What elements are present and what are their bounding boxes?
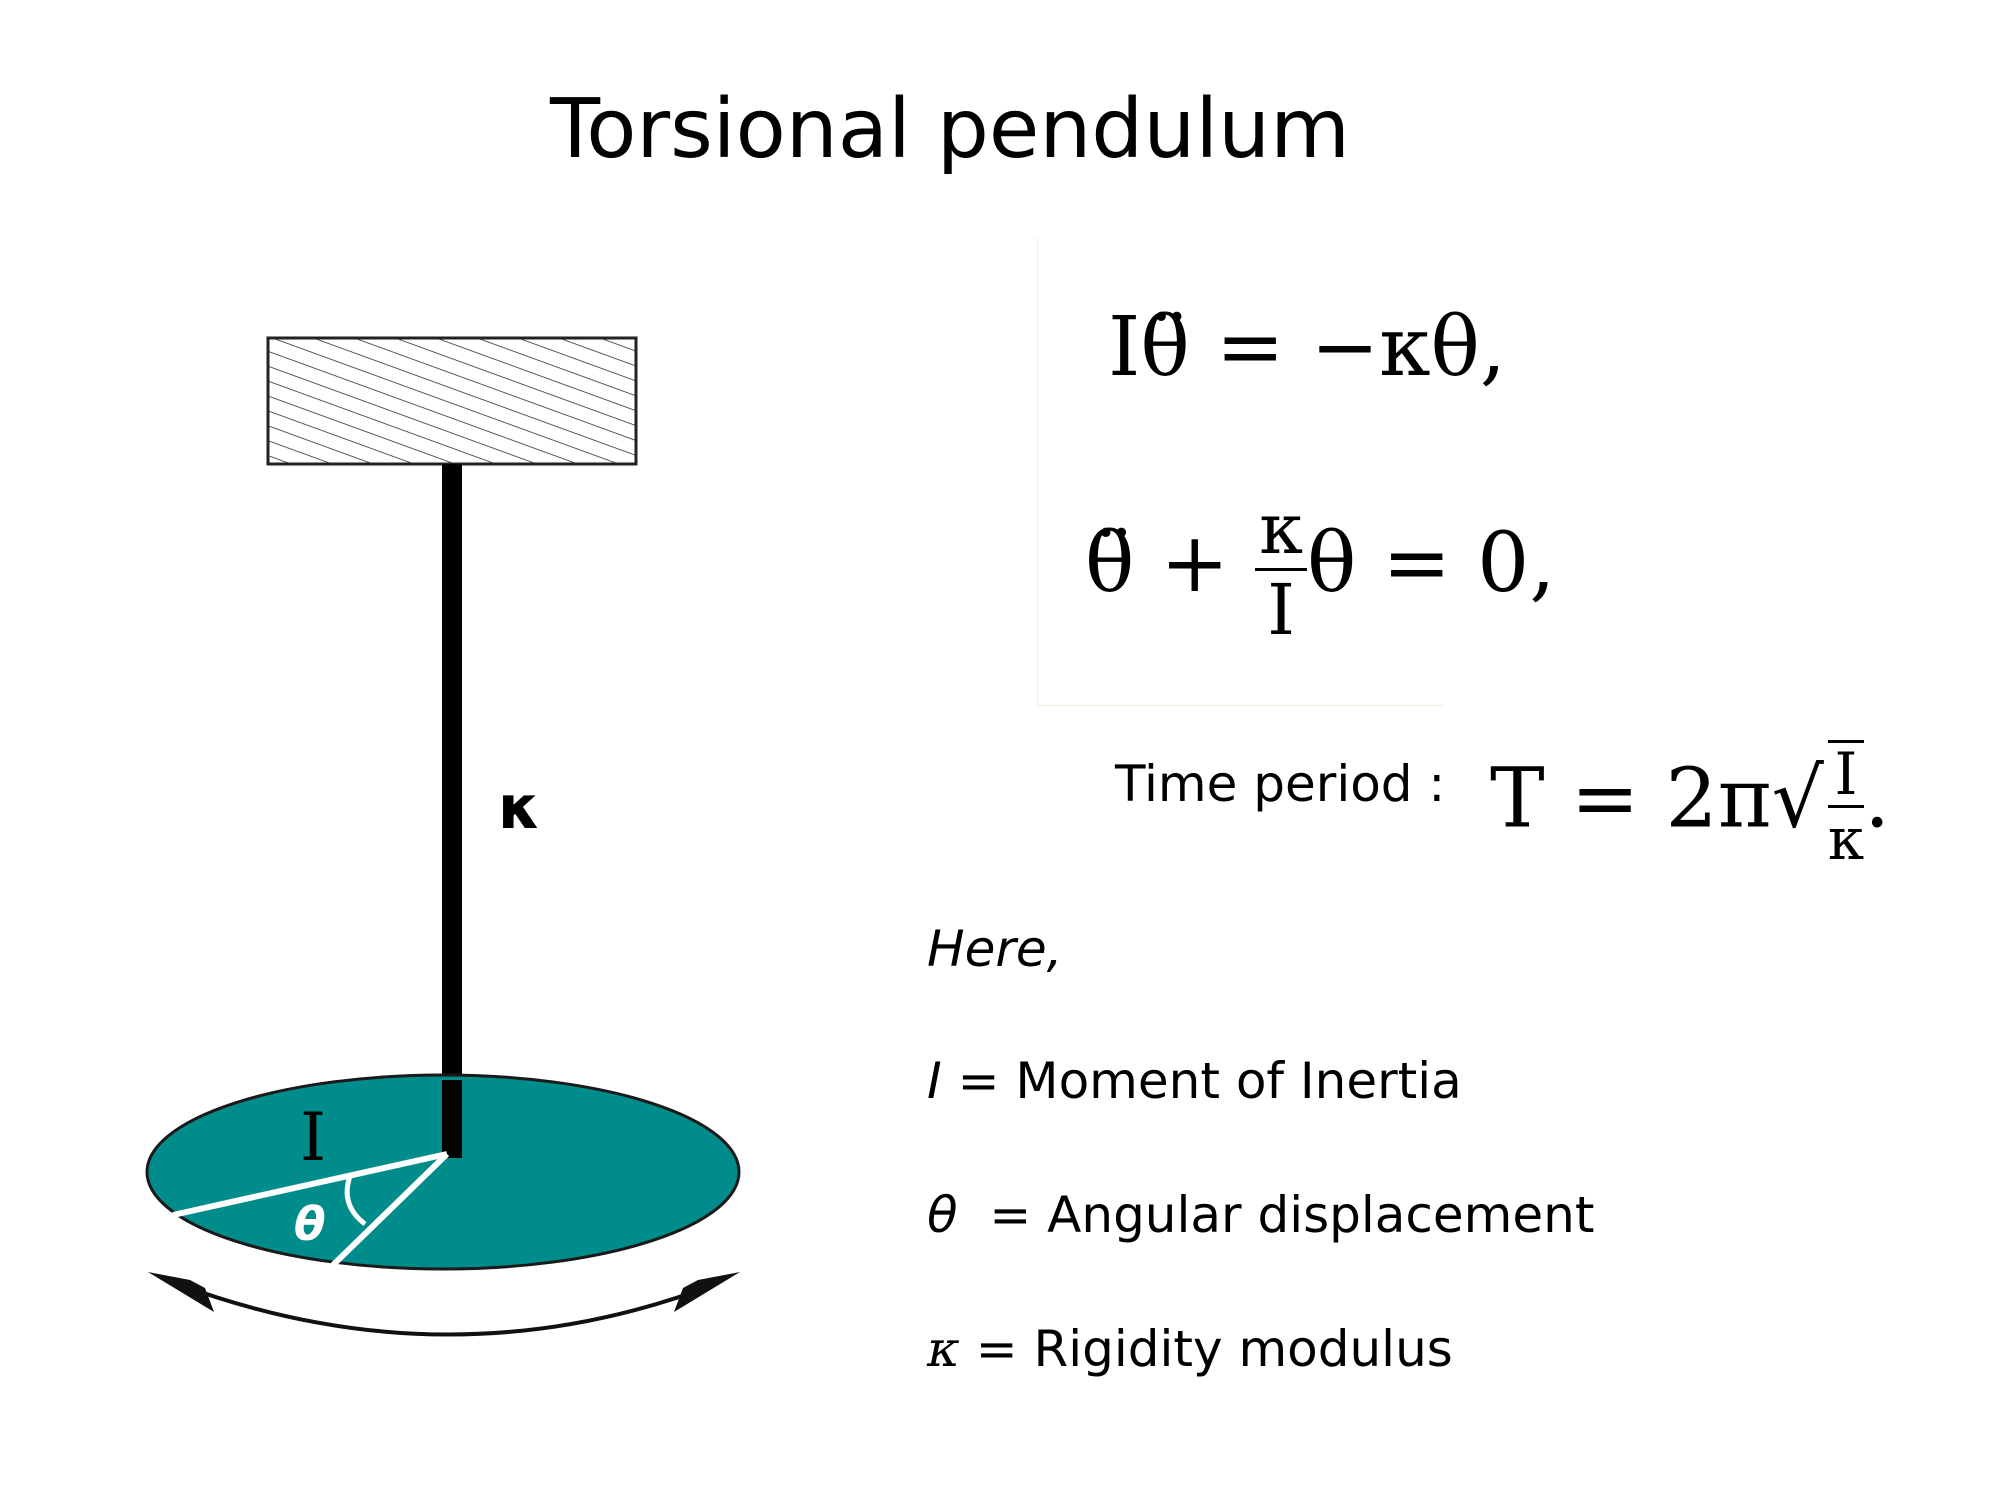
ceiling-support bbox=[266, 336, 638, 466]
eq2-left: θ̈ + bbox=[1085, 516, 1256, 611]
displaced-line bbox=[330, 1151, 450, 1268]
legend-I-text: = Moment of Inertia bbox=[941, 1052, 1462, 1110]
eq2-right: θ = 0, bbox=[1306, 516, 1556, 611]
eq3-numerator: I bbox=[1827, 743, 1865, 808]
suspension-wire bbox=[442, 464, 462, 1158]
legend-kappa-text: = Rigidity modulus bbox=[959, 1320, 1453, 1378]
arrowhead-right bbox=[674, 1272, 740, 1312]
legend-rigidity-modulus: κ = Rigidity modulus bbox=[927, 1320, 1453, 1378]
legend-theta-text: = Angular displacement bbox=[957, 1186, 1595, 1244]
rotation-arrow bbox=[177, 1282, 717, 1337]
slide-title: Torsional pendulum bbox=[550, 82, 1350, 177]
eq3-denominator: κ bbox=[1827, 805, 1865, 873]
eq2-numerator: κ bbox=[1255, 490, 1307, 571]
legend-heading: Here, bbox=[927, 920, 1063, 978]
disk-I-label: I bbox=[300, 1099, 326, 1176]
legend-theta-symbol: θ bbox=[927, 1186, 958, 1244]
angle-arc bbox=[344, 1175, 367, 1226]
legend-I-symbol: I bbox=[927, 1052, 942, 1110]
pendulum-disk bbox=[145, 1073, 741, 1271]
reference-line bbox=[172, 1151, 448, 1218]
legend-angular-displacement: θ = Angular displacement bbox=[927, 1186, 1594, 1244]
legend-moment-of-inertia: I = Moment of Inertia bbox=[927, 1052, 1462, 1110]
torsional-pendulum-diagram: κ I θ bbox=[145, 336, 741, 1337]
wire-bottom bbox=[442, 1080, 462, 1158]
wire-kappa-label: κ bbox=[498, 773, 541, 843]
eq3-end: . bbox=[1864, 751, 1891, 847]
legend-kappa-symbol: κ bbox=[927, 1320, 960, 1378]
equation-of-motion: Iθ̈ = −κθ, bbox=[1108, 300, 1506, 395]
angle-theta-label: θ bbox=[294, 1197, 326, 1251]
arrowhead-left bbox=[148, 1272, 214, 1312]
equation-box bbox=[1037, 237, 1444, 706]
eq3-left: T = 2π√ bbox=[1490, 751, 1824, 847]
time-period-label: Time period : bbox=[1115, 755, 1446, 813]
eq2-denominator: I bbox=[1267, 569, 1295, 651]
